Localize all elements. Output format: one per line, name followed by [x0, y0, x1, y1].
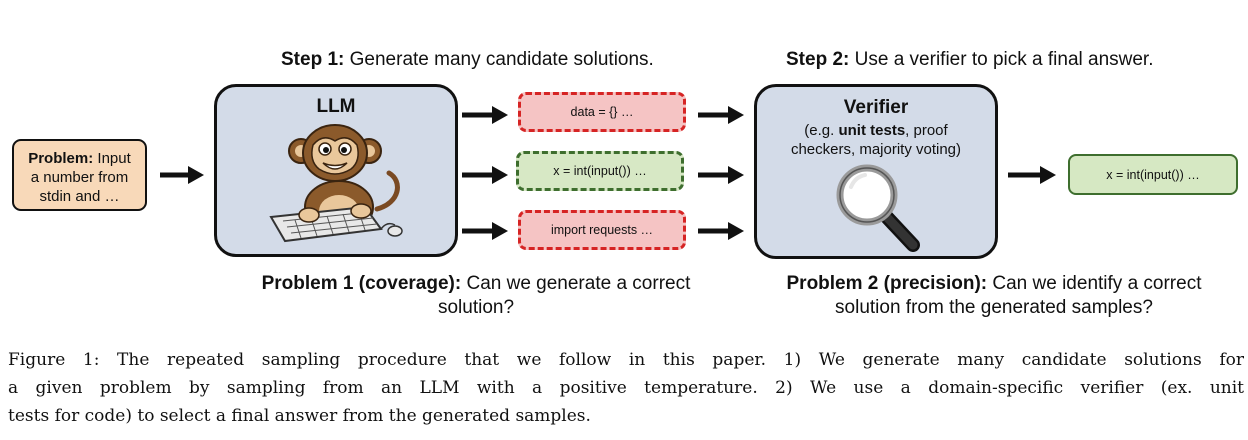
- arrow-candidate-2-to-verifier: [698, 166, 744, 184]
- arrow-llm-to-candidate-1: [462, 106, 508, 124]
- arrow-candidate-3-to-verifier: [698, 222, 744, 240]
- arrow-verifier-to-answer: [1008, 166, 1056, 184]
- problem2-line2: solution from the generated samples?: [835, 297, 1153, 318]
- arrow-llm-to-candidate-3: [462, 222, 508, 240]
- problem2-line1-text: Can we identify a correct: [987, 273, 1202, 294]
- verifier-subtitle-line1: (e.g. unit tests, proof: [757, 121, 995, 140]
- problem-line1: Problem: Input: [14, 149, 145, 168]
- problem-line3: stdin and …: [39, 188, 120, 205]
- problem1-line2: solution?: [437, 297, 515, 318]
- figure-caption: Figure 1: The repeated sampling procedur…: [8, 346, 1244, 430]
- problem-box: Problem: Input a number from stdin and …: [12, 139, 147, 211]
- verifier-sub-bold: unit tests: [838, 122, 906, 139]
- problem-line1-text: Input: [93, 150, 131, 167]
- magnifying-glass-icon: [836, 164, 920, 252]
- final-answer-box: x = int(input()) …: [1068, 154, 1238, 195]
- problem2-line1: Problem 2 (precision): Can we identify a…: [754, 272, 1234, 296]
- step1-text: Generate many candidate solutions.: [344, 49, 654, 70]
- candidate-solution-1: data = {} …: [518, 92, 686, 132]
- verifier-sub-prefix: (e.g.: [804, 122, 839, 139]
- final-answer-text: x = int(input()) …: [1106, 167, 1200, 182]
- verifier-subtitle-line2: checkers, majority voting): [790, 141, 962, 158]
- verifier-title: Verifier: [843, 97, 909, 118]
- llm-title: LLM: [316, 96, 356, 117]
- candidate-solution-3: import requests …: [518, 210, 686, 250]
- verifier-sub-suffix: , proof: [905, 122, 948, 139]
- arrow-candidate-1-to-verifier: [698, 106, 744, 124]
- arrow-llm-to-candidate-2: [462, 166, 508, 184]
- step1-label: Step 1:: [281, 49, 345, 70]
- caption-line3: tests for code) to select a final answer…: [8, 406, 591, 426]
- problem1-line1: Problem 1 (coverage): Can we generate a …: [222, 272, 730, 296]
- candidate-solution-2: x = int(input()) …: [516, 151, 684, 191]
- verifier-box: Verifier (e.g. unit tests, proof checker…: [754, 84, 998, 259]
- llm-box: LLM: [214, 84, 458, 257]
- problem-line2: a number from: [30, 169, 129, 186]
- problem1-label: Problem 1 (coverage):: [261, 273, 462, 294]
- step2-header: Step 2: Use a verifier to pick a final a…: [786, 49, 1154, 71]
- problem2-label: Problem 2 (precision):: [786, 273, 988, 294]
- problem1-coverage: Problem 1 (coverage): Can we generate a …: [222, 272, 730, 320]
- caption-line1: Figure 1: The repeated sampling procedur…: [8, 350, 1244, 370]
- caption-line2: a given problem by sampling from an LLM …: [8, 378, 1244, 398]
- step2-text: Use a verifier to pick a final answer.: [849, 49, 1154, 70]
- step1-header: Step 1: Generate many candidate solution…: [281, 49, 654, 71]
- step2-label: Step 2:: [786, 49, 850, 70]
- problem1-line1-text: Can we generate a correct: [461, 273, 691, 294]
- candidate-1-text: data = {} …: [570, 105, 634, 119]
- candidate-3-text: import requests …: [550, 223, 654, 237]
- problem2-precision: Problem 2 (precision): Can we identify a…: [754, 272, 1234, 320]
- arrow-problem-to-llm: [160, 166, 204, 184]
- monkey-typing-icon: [269, 124, 403, 243]
- candidate-2-text: x = int(input()) …: [553, 164, 647, 178]
- problem-label: Problem:: [28, 150, 94, 167]
